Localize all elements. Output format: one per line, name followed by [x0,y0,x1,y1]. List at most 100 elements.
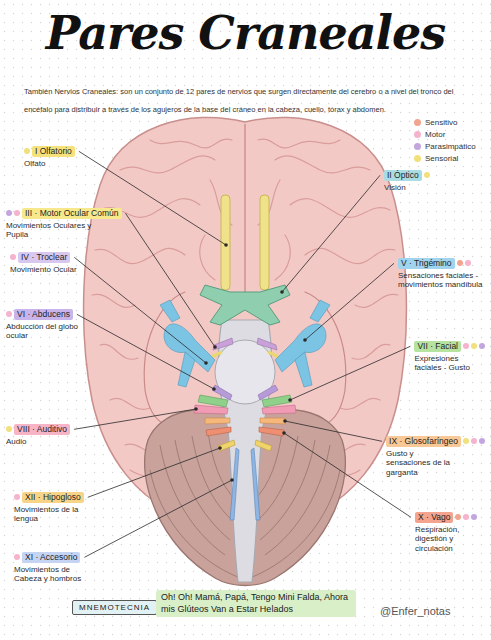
nerve-heading-row: VI · Abducens [6,309,86,320]
nerve-label: IV · TroclearMovimiento Ocular [10,252,77,274]
nerve-heading-row: VIII · Auditivo [6,424,70,435]
nerve-name: IV · Troclear [18,252,70,263]
legend-swatch [414,155,421,162]
type-dot [455,514,461,520]
leader-line [74,409,196,429]
legend-item: Motor [414,130,476,139]
legend: SensitivoMotorParasimpáticoSensorial [414,118,476,166]
leader-dot [204,361,208,365]
nerve-name: VIII · Auditivo [14,424,70,435]
nerve-name: XI · Accesorio [22,552,80,563]
nerve-function: Olfato [24,159,75,169]
leader-dot [288,398,292,402]
mnemonic-box: MNEMOTECNIA [72,600,157,615]
nerve-label: II ÓpticoVisión [384,170,430,192]
leader-dot [283,419,287,423]
nerve-label: III · Motor Ocular ComúnMovimientos Ocul… [6,208,122,240]
leader-dot [212,387,216,391]
type-dot [463,438,469,444]
leader-line [88,448,220,497]
nerve-label: V · TrigéminoSensaciones faciales - movi… [398,258,484,290]
folia-left [150,432,240,578]
type-dot [6,311,12,317]
title: Pares Craneales [46,6,445,60]
nerve-label: VII · FacialExpresiones faciales - Gusto [414,341,485,373]
type-dot [24,148,30,154]
nerve-name: I Olfatorio [32,146,75,157]
nerve-function: Visión [384,183,430,193]
nerve-function: Movimientos de la lengua [14,505,94,525]
nerve-function: Movimientos Oculares y Pupila [6,221,94,241]
type-dot [14,494,20,500]
legend-text: Sensitivo [425,118,457,127]
longitudinal-fissure [244,124,245,300]
type-dot [465,260,471,266]
nerve-function: Gusto y sensaciones de la garganta [386,449,452,478]
leader-line [290,346,410,400]
leader-line [79,151,226,245]
folia-right [250,432,340,578]
type-dot [6,426,12,432]
nerve-label: VIII · AuditivoAudio [6,424,70,446]
leader-line [74,257,206,363]
leader-line [84,480,232,557]
nerve-label: IX · GlosofaríngeoGusto y sensaciones de… [386,436,485,478]
nerve-heading-row: I Olfatorio [24,146,75,157]
legend-swatch [414,119,421,126]
mnemonic-heading: MNEMOTECNIA [79,603,150,612]
leader-dot [194,407,198,411]
legend-text: Parasimpático [425,142,476,151]
nerve-label: X · VagoRespiración, digestión y circula… [415,512,485,554]
title-block: Pares Craneales [0,6,491,60]
nerve-heading-row: IV · Troclear [10,252,77,263]
type-dot [479,438,485,444]
nerve-heading-row: II Óptico [384,170,430,181]
nerve-name: II Óptico [384,170,422,181]
nerve-heading-row: XII · Hipogloso [14,492,94,503]
nerve-label: XII · HipoglosoMovimientos de la lengua [14,492,94,524]
type-dot [424,172,430,178]
legend-text: Motor [425,130,445,139]
nerve-function: Respiración, digestión y circulación [415,525,485,554]
leader-lines [194,243,307,482]
nerve-heading-row: X · Vago [415,512,485,523]
type-dot [471,514,477,520]
leader-line [285,421,382,441]
roots-right [251,300,330,520]
nerve-name: III · Motor Ocular Común [22,208,122,219]
type-dot [14,554,20,560]
leader-line [282,175,380,292]
mnemonic-text: Oh! Oh! Mamá, Papá, Tengo Mini Falda, Ah… [161,592,351,615]
legend-text: Sensorial [425,154,458,163]
leader-dot [280,290,284,294]
type-dot [471,438,477,444]
type-dot [479,343,485,349]
nerve-heading-row: IX · Glosofaríngeo [386,436,485,447]
leader-dot [224,243,228,247]
watermark: @Enfer_notas [380,605,451,617]
leader-dot [230,478,234,482]
nerve-label: XI · AccesorioMovimientos de Cabeza y ho… [14,552,94,584]
nerve-name: XII · Hipogloso [22,492,84,503]
leader-line [77,314,214,389]
nerve-heading-row: III · Motor Ocular Común [6,208,122,219]
type-dot [457,260,463,266]
nerve-name: V · Trigémino [398,258,455,269]
roots-left [160,300,239,520]
type-dot [14,210,20,216]
leader-dot [303,338,307,342]
mnemonic-phrase: Oh! Oh! Mamá, Papá, Tengo Mini Falda, Ah… [156,590,356,617]
nerve-function: Movimientos de Cabeza y hombros [14,565,94,585]
optic-chiasm [200,285,290,325]
leader-line [305,263,394,340]
nerve-function: Sensaciones faciales - movimientos mandí… [398,271,484,291]
nerve-name: VI · Abducens [14,309,73,320]
nerve-heading-row: VII · Facial [414,341,485,352]
type-dot [471,343,477,349]
nerve-function: Expresiones faciales - Gusto [414,354,480,374]
type-dot [463,343,469,349]
